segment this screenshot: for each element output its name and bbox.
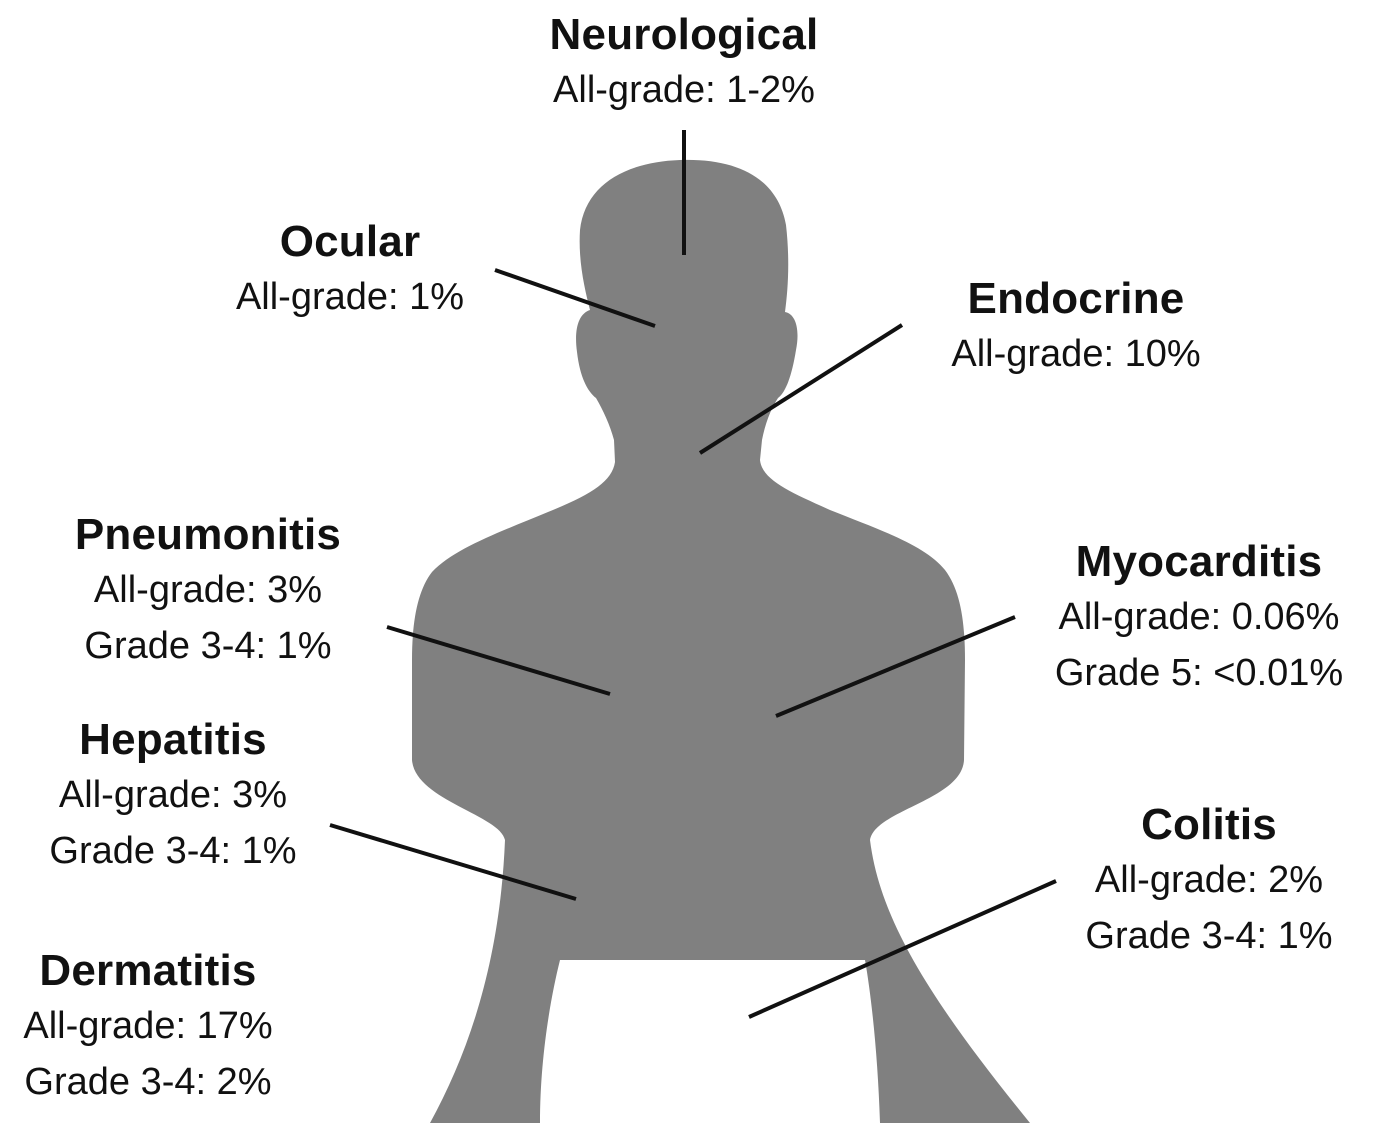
label-hepatitis: Hepatitis All-grade: 3% Grade 3-4: 1%	[49, 713, 296, 879]
organ-stat: All-grade: 10%	[951, 326, 1200, 382]
organ-stat: All-grade: 3%	[75, 562, 341, 618]
organ-stat: All-grade: 3%	[49, 767, 296, 823]
label-dermatitis: Dermatitis All-grade: 17% Grade 3-4: 2%	[23, 944, 272, 1110]
organ-stat: Grade 3-4: 1%	[49, 823, 296, 879]
organ-stat: All-grade: 2%	[1085, 852, 1332, 908]
organ-title: Dermatitis	[23, 944, 272, 998]
organ-stat: All-grade: 0.06%	[1055, 589, 1343, 645]
label-myocarditis: Myocarditis All-grade: 0.06% Grade 5: <0…	[1055, 535, 1343, 701]
organ-stat: All-grade: 1-2%	[550, 62, 819, 118]
organ-title: Neurological	[550, 8, 819, 62]
organ-title: Myocarditis	[1055, 535, 1343, 589]
organ-title: Endocrine	[951, 272, 1200, 326]
label-pneumonitis: Pneumonitis All-grade: 3% Grade 3-4: 1%	[75, 508, 341, 674]
label-colitis: Colitis All-grade: 2% Grade 3-4: 1%	[1085, 798, 1332, 964]
organ-stat: Grade 5: <0.01%	[1055, 645, 1343, 701]
human-silhouette	[412, 160, 1030, 1123]
head-silhouette	[412, 160, 1030, 1123]
organ-title: Pneumonitis	[75, 508, 341, 562]
label-ocular: Ocular All-grade: 1%	[236, 215, 464, 325]
label-endocrine: Endocrine All-grade: 10%	[951, 272, 1200, 382]
organ-title: Ocular	[236, 215, 464, 269]
organ-stat: All-grade: 17%	[23, 998, 272, 1054]
organ-title: Colitis	[1085, 798, 1332, 852]
organ-stat: Grade 3-4: 2%	[23, 1054, 272, 1110]
label-neurological: Neurological All-grade: 1-2%	[550, 8, 819, 118]
organ-stat: All-grade: 1%	[236, 269, 464, 325]
organ-stat: Grade 3-4: 1%	[1085, 908, 1332, 964]
organ-stat: Grade 3-4: 1%	[75, 618, 341, 674]
organ-title: Hepatitis	[49, 713, 296, 767]
